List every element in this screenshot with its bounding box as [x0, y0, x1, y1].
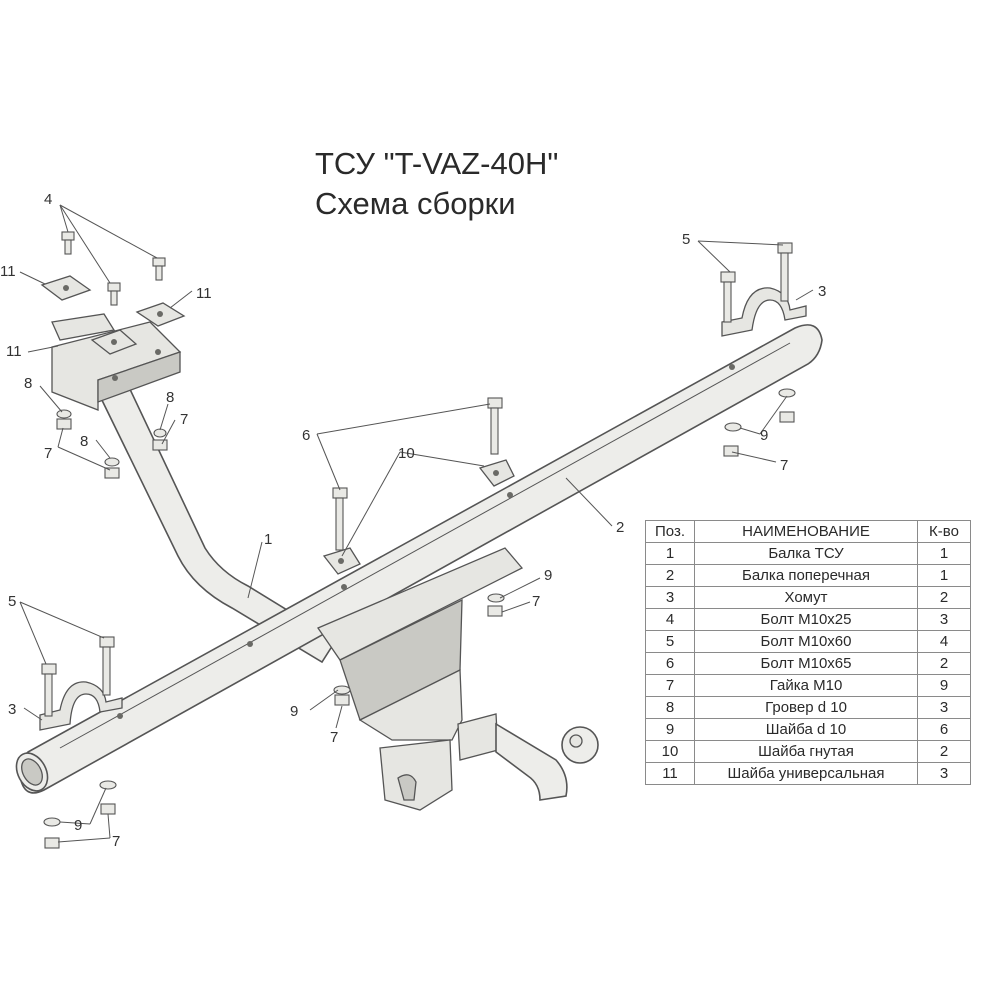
callout-9: 9	[290, 703, 298, 720]
cell-qty: 2	[917, 652, 971, 675]
cross-beam	[15, 324, 823, 794]
callout-3: 3	[8, 701, 16, 718]
header-position: Поз.	[645, 520, 695, 543]
cell-pos: 10	[645, 740, 695, 763]
universal-washers	[40, 275, 186, 355]
cell-name: Гровер d 10	[694, 696, 918, 719]
cell-pos: 3	[645, 586, 695, 609]
drawing-subtitle: Схема сборки	[315, 186, 516, 221]
hitch-body	[317, 547, 599, 811]
cell-pos: 11	[645, 762, 695, 785]
callout-1: 1	[264, 531, 272, 548]
callout-7: 7	[180, 411, 188, 428]
callout-11: 11	[0, 263, 16, 280]
cell-name: Шайба d 10	[694, 718, 918, 741]
callout-8: 8	[166, 389, 174, 406]
callout-9: 9	[544, 567, 552, 584]
bolts-m10x25	[61, 231, 166, 306]
cell-qty: 2	[917, 586, 971, 609]
cell-pos: 9	[645, 718, 695, 741]
clamp-left	[39, 636, 123, 731]
callout-7: 7	[780, 457, 788, 474]
callout-9: 9	[74, 817, 82, 834]
cell-name: Балка ТСУ	[694, 542, 918, 565]
nuts-and-washers	[43, 388, 796, 849]
callout-10: 10	[398, 445, 415, 462]
callout-4: 4	[44, 191, 52, 208]
cell-qty: 3	[917, 762, 971, 785]
cell-name: Болт М10х65	[694, 652, 918, 675]
cell-pos: 5	[645, 630, 695, 653]
cell-pos: 4	[645, 608, 695, 631]
callout-labels: 4 11 11 11 8 7 8 8 7 5 3 6 10 1 2 9 7 5 …	[0, 191, 826, 850]
cell-pos: 8	[645, 696, 695, 719]
cell-qty: 3	[917, 608, 971, 631]
callout-2: 2	[616, 519, 624, 536]
clamp-right	[720, 242, 807, 337]
callout-11: 11	[196, 285, 212, 302]
parts-table-header: Поз. НАИМЕНОВАНИЕ К-во	[645, 520, 971, 543]
callout-5: 5	[8, 593, 16, 610]
tow-beam	[96, 384, 338, 664]
callout-3: 3	[818, 283, 826, 300]
callout-7: 7	[112, 833, 120, 850]
cell-name: Болт М10х60	[694, 630, 918, 653]
cell-qty: 6	[917, 718, 971, 741]
cell-name: Шайба универсальная	[694, 762, 918, 785]
cell-pos: 7	[645, 674, 695, 697]
cell-pos: 2	[645, 564, 695, 587]
cell-qty: 2	[917, 740, 971, 763]
callout-8: 8	[80, 433, 88, 450]
callout-8: 8	[24, 375, 32, 392]
cell-qty: 3	[917, 696, 971, 719]
callout-7: 7	[532, 593, 540, 610]
cell-name: Болт М10х25	[694, 608, 918, 631]
cell-name: Балка поперечная	[694, 564, 918, 587]
callout-7: 7	[44, 445, 52, 462]
callout-11: 11	[6, 343, 22, 360]
cell-name: Шайба гнутая	[694, 740, 918, 763]
cell-name: Гайка М10	[694, 674, 918, 697]
cell-qty: 4	[917, 630, 971, 653]
callout-5: 5	[682, 231, 690, 248]
cell-pos: 6	[645, 652, 695, 675]
header-name: НАИМЕНОВАНИЕ	[694, 520, 918, 543]
cell-qty: 9	[917, 674, 971, 697]
drawing-title: ТСУ "T-VAZ-40H"	[315, 146, 559, 181]
cell-qty: 1	[917, 542, 971, 565]
mounting-bracket	[51, 313, 182, 411]
bolts-m10x65	[322, 397, 515, 575]
cell-qty: 1	[917, 564, 971, 587]
callout-7: 7	[330, 729, 338, 746]
cell-name: Хомут	[694, 586, 918, 609]
cell-pos: 1	[645, 542, 695, 565]
header-quantity: К-во	[917, 520, 971, 543]
callout-9: 9	[760, 427, 768, 444]
callout-6: 6	[302, 427, 310, 444]
leader-lines	[19, 204, 814, 843]
